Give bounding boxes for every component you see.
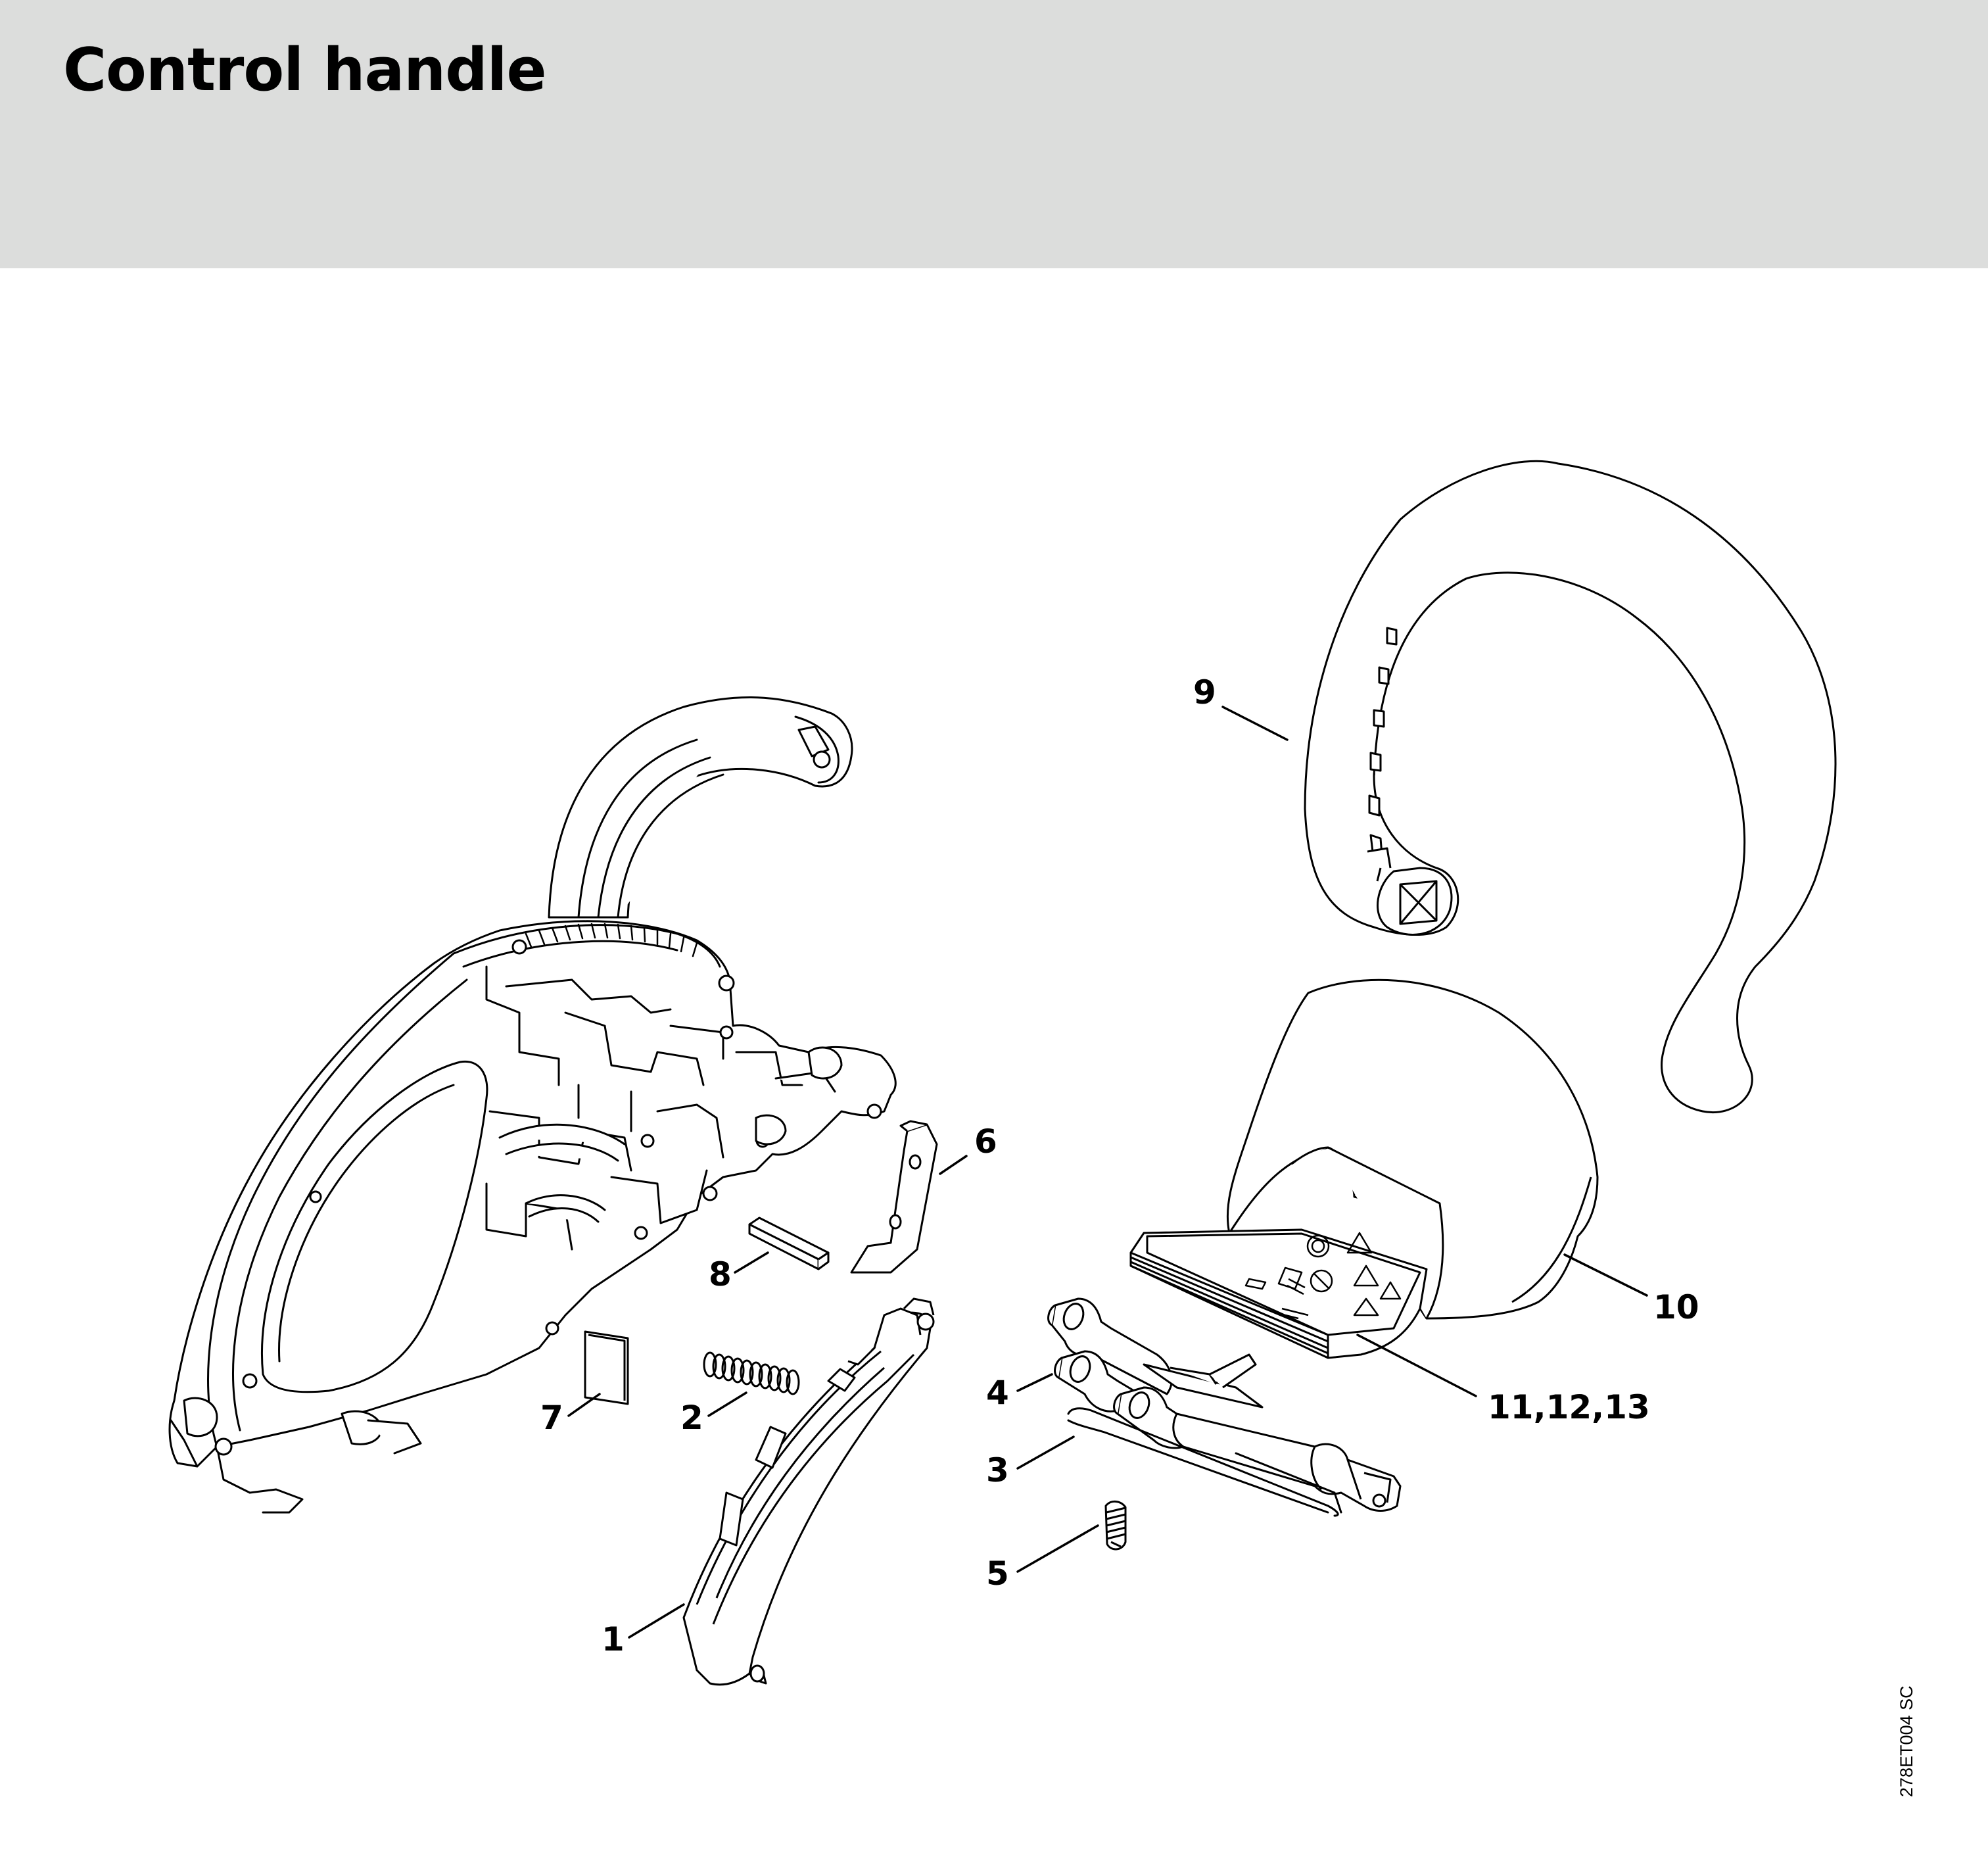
leader-lines [567, 706, 1648, 1639]
part-4-switch-shaft [1047, 1297, 1402, 1512]
callout-6: 6 [974, 1122, 997, 1161]
leader-3 [1016, 1435, 1075, 1470]
drawing-code-label: 278ET004 SC [1897, 1685, 1916, 1797]
leader-10 [1563, 1253, 1648, 1297]
leader-11 [1356, 1334, 1477, 1397]
part-8-block [748, 1217, 830, 1270]
leader-9 [1221, 706, 1289, 741]
part-11-12-13-decal-plate [1129, 1228, 1428, 1359]
part-2-coil-spring [703, 1351, 800, 1395]
callout-4: 4 [986, 1374, 1009, 1412]
callout-5: 5 [986, 1555, 1009, 1593]
callout-11-12-13: 11,12,13 [1488, 1388, 1650, 1426]
callout-10: 10 [1653, 1288, 1699, 1326]
leader-6 [939, 1155, 968, 1175]
leader-4 [1016, 1373, 1053, 1392]
leader-8 [734, 1251, 769, 1274]
part-3-wire-spring [1067, 1407, 1342, 1517]
part-5-screw [1104, 1501, 1127, 1551]
part-7-pad [584, 1330, 629, 1405]
callout-1: 1 [602, 1620, 625, 1658]
callout-2: 2 [680, 1399, 703, 1437]
part-1-trigger-lever [682, 1297, 935, 1686]
leader-5 [1016, 1524, 1099, 1573]
leader-1 [628, 1603, 685, 1639]
callout-9: 9 [1193, 673, 1216, 711]
page-title: Control handle [63, 36, 547, 105]
leader-2 [707, 1391, 747, 1417]
part-6-spring-plate [850, 1120, 938, 1274]
callout-3: 3 [986, 1451, 1009, 1489]
drawing-code: 278ET004 SC [1897, 1685, 1916, 1797]
callout-labels: 1 2 3 4 5 6 7 8 9 10 11,12,13 [540, 673, 1699, 1658]
leader-7 [567, 1393, 601, 1417]
header-band: Control handle [0, 0, 1988, 268]
callout-7: 7 [540, 1399, 563, 1437]
handle-housing [168, 696, 897, 1514]
callout-8: 8 [709, 1255, 732, 1293]
part-10-handle-shell [1226, 978, 1599, 1320]
part-9-grip-cover [1304, 460, 1837, 1113]
